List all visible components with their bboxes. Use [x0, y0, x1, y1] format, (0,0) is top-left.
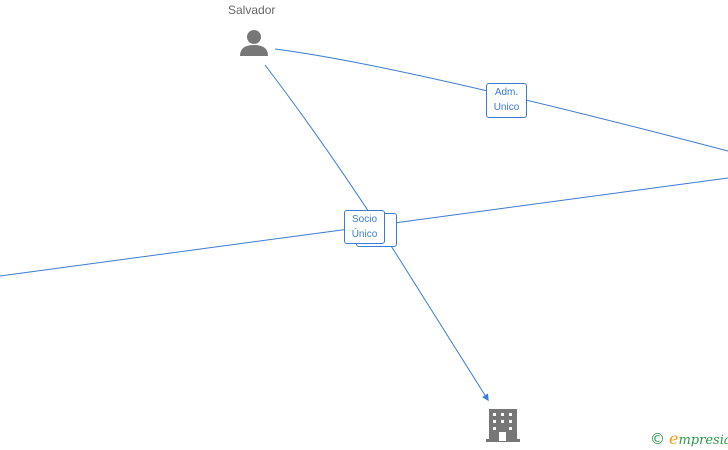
edge-label-adm-unico[interactable]: Adm. Unico — [486, 83, 527, 118]
edge-label-socio-unico[interactable]: Socio Único — [344, 210, 385, 244]
brand-footer: © empresia — [650, 429, 728, 448]
edge-adm-unico — [274, 48, 728, 152]
edge-label-line1: Adm. — [494, 87, 519, 98]
brand-logo[interactable]: empresia — [669, 429, 728, 448]
edge-label-line2: Unico — [493, 102, 520, 113]
building-icon[interactable] — [486, 409, 520, 442]
brand-logo-text: mpresia — [678, 433, 728, 448]
person-icon[interactable] — [240, 30, 268, 56]
copyright-symbol: © — [650, 429, 665, 448]
edge-label-line1: Socio — [351, 214, 377, 225]
edge-label-line2: Único — [351, 229, 378, 240]
brand-logo-e: e — [669, 429, 679, 448]
person-label: Salvador — [228, 3, 276, 17]
